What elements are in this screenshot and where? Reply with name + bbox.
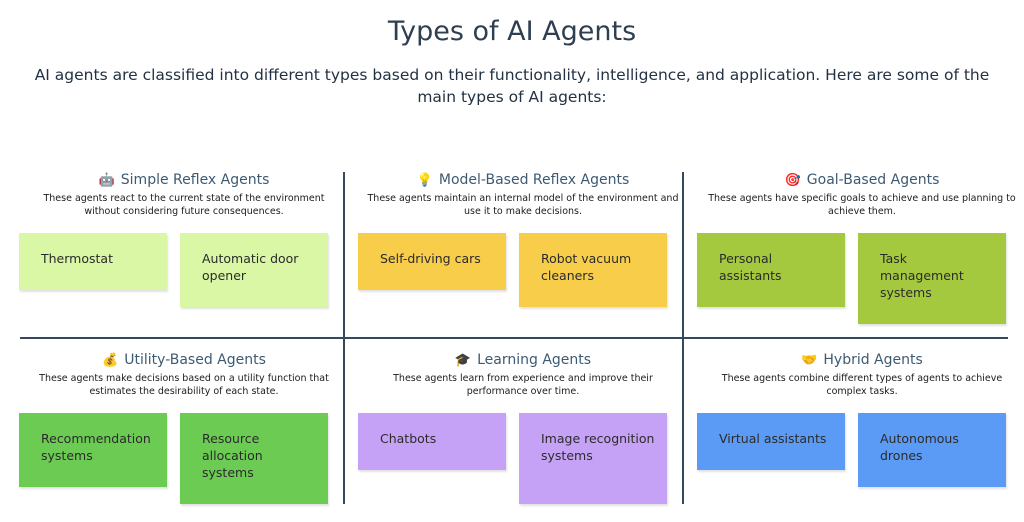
section-title: Simple Reflex Agents: [120, 172, 270, 188]
section-simple-reflex-agents: 🤖 Simple Reflex Agents These agents react…: [19, 172, 349, 342]
example-card-autonomous-drones: Autonomous drones: [858, 413, 1006, 487]
page-title: Types of AI Agents: [387, 16, 637, 47]
example-card-automatic-door-opener: Automatic door opener: [180, 233, 328, 307]
section-description: These agents maintain an internal model …: [367, 193, 679, 217]
section-model-based-reflex-agents: 💡 Model-Based Reflex Agents These agents …: [358, 172, 688, 342]
section-title: Utility-Based Agents: [124, 352, 266, 368]
example-card-personal-assistants: Personal assistants: [697, 233, 845, 307]
money-bag-icon: 💰: [102, 353, 119, 368]
section-heading: 💰 Utility-Based Agents: [19, 352, 349, 368]
lightbulb-icon: 💡: [416, 173, 433, 188]
section-utility-based-agents: 💰 Utility-Based Agents These agents make …: [19, 352, 349, 522]
section-heading: 🤝 Hybrid Agents: [697, 352, 1024, 368]
example-card-resource-allocation-systems: Resource allocation systems: [180, 413, 328, 504]
example-card-robot-vacuum-cleaners: Robot vacuum cleaners: [519, 233, 667, 307]
section-title: Goal-Based Agents: [806, 172, 940, 188]
section-description: These agents combine different types of …: [721, 373, 1003, 397]
section-title: Learning Agents: [477, 352, 592, 368]
example-card-task-management-systems: Task management systems: [858, 233, 1006, 324]
section-description: These agents learn from experience and i…: [393, 373, 653, 397]
section-description: These agents make decisions based on a u…: [39, 373, 329, 397]
handshake-icon: 🤝: [801, 353, 818, 368]
page-subtitle: AI agents are classified into different …: [34, 66, 990, 106]
example-card-virtual-assistants: Virtual assistants: [697, 413, 845, 470]
example-card-image-recognition-systems: Image recognition systems: [519, 413, 667, 504]
section-hybrid-agents: 🤝 Hybrid Agents These agents combine diff…: [697, 352, 1024, 522]
section-description: These agents react to the current state …: [43, 193, 325, 217]
section-heading: 🎯 Goal-Based Agents: [697, 172, 1024, 188]
target-icon: 🎯: [784, 173, 801, 188]
section-title: Hybrid Agents: [823, 352, 923, 368]
example-card-recommendation-systems: Recommendation systems: [19, 413, 167, 487]
divider-horizontal: [20, 337, 1008, 339]
section-heading: 🎓 Learning Agents: [358, 352, 688, 368]
section-heading: 💡 Model-Based Reflex Agents: [358, 172, 688, 188]
graduation-cap-icon: 🎓: [454, 353, 472, 368]
robot-icon: 🤖: [98, 173, 115, 188]
section-learning-agents: 🎓 Learning Agents These agents learn from…: [358, 352, 688, 522]
section-description: These agents have specific goals to achi…: [708, 193, 1016, 217]
section-heading: 🤖 Simple Reflex Agents: [19, 172, 349, 188]
example-card-thermostat: Thermostat: [19, 233, 167, 290]
example-card-chatbots: Chatbots: [358, 413, 506, 470]
section-goal-based-agents: 🎯 Goal-Based Agents These agents have spe…: [697, 172, 1024, 342]
section-title: Model-Based Reflex Agents: [438, 172, 630, 188]
example-card-self-driving-cars: Self-driving cars: [358, 233, 506, 290]
